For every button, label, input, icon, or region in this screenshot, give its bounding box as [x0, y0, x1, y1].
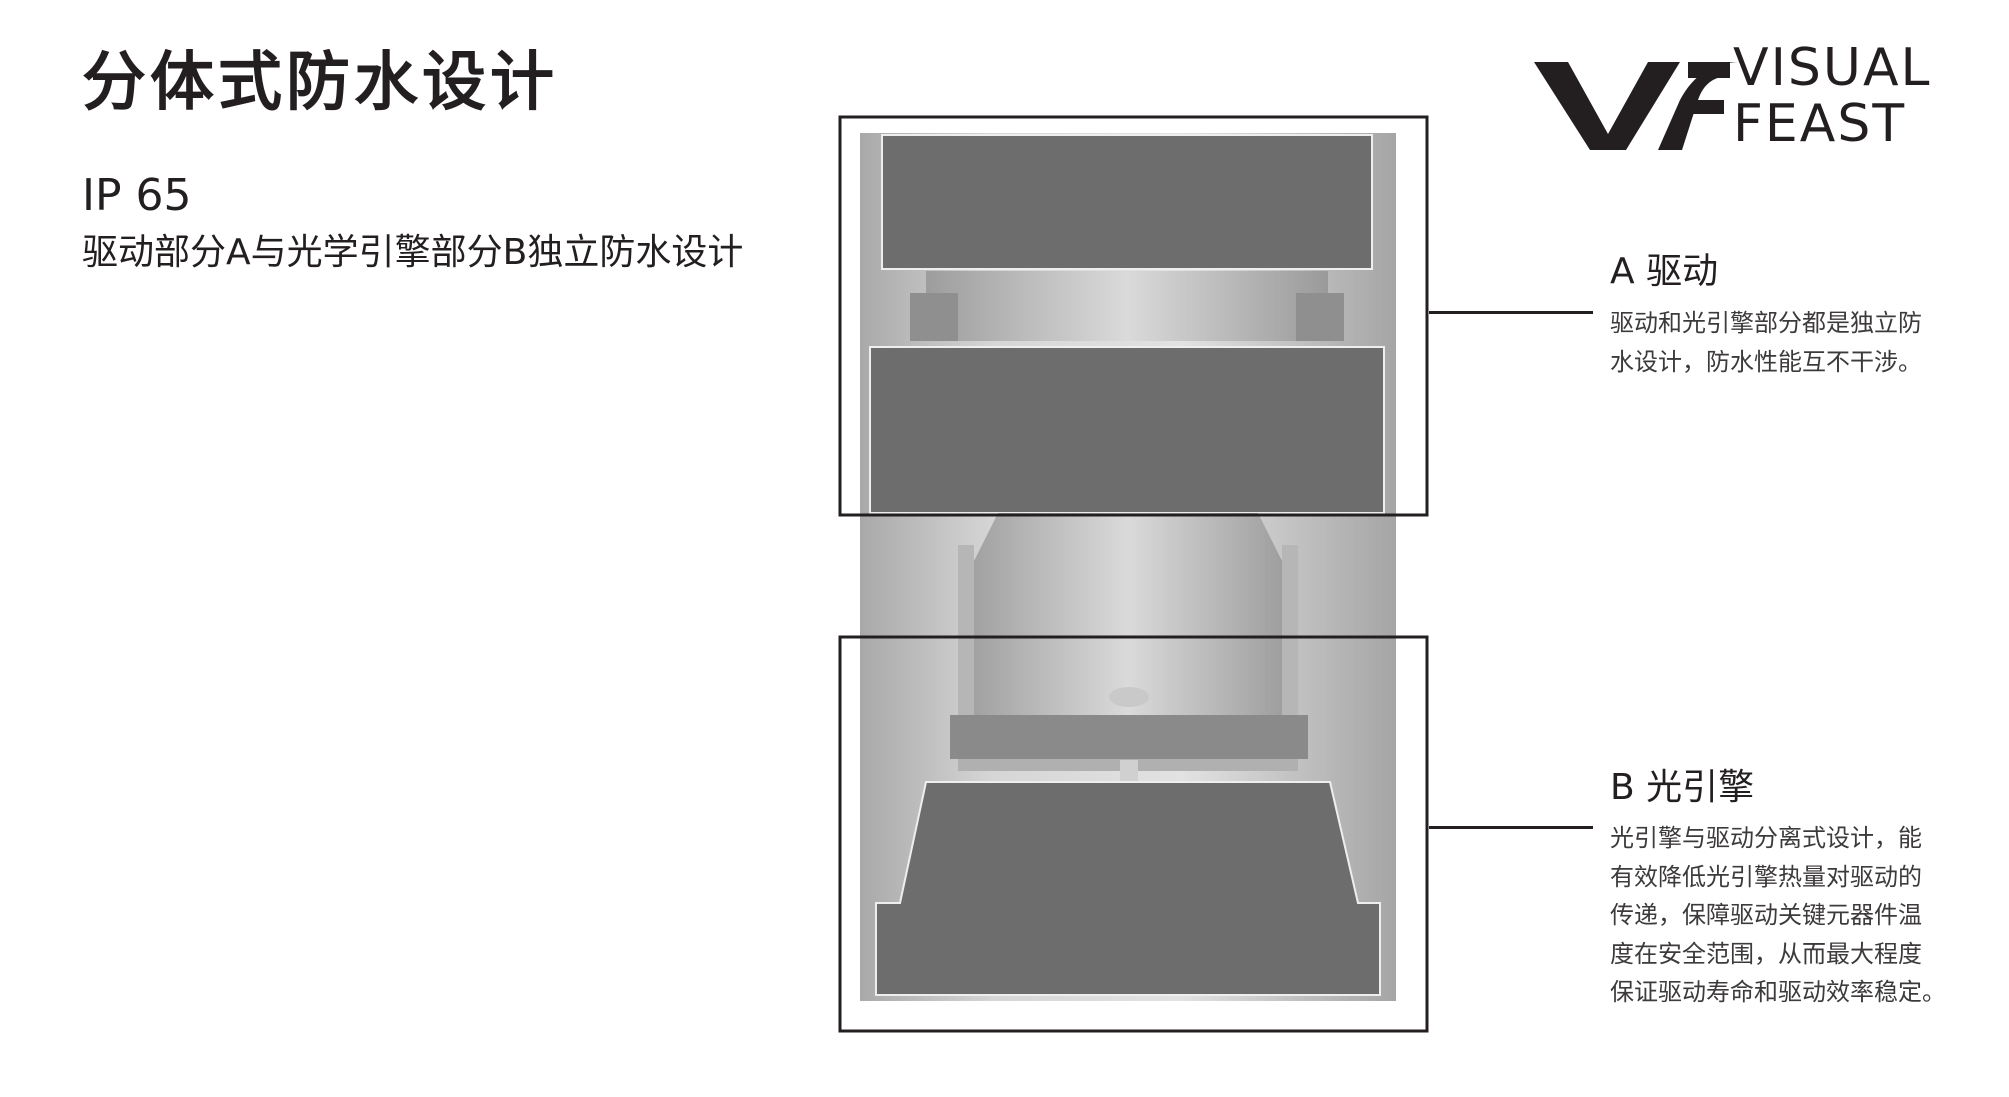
visual-feast-logo-mark	[1534, 62, 1740, 150]
region-b-frame	[838, 635, 1429, 1033]
page-subtitle: 驱动部分A与光学引擎部分B独立防水设计	[82, 232, 744, 273]
callout-b-line: 光引擎与驱动分离式设计，能	[1610, 824, 1922, 852]
optic-cone	[962, 513, 1294, 715]
callout-b-line: 度在安全范围，从而最大程度	[1610, 939, 1922, 968]
callout-a-heading: A 驱动	[1610, 251, 1719, 292]
callout-b-body: 光引擎与驱动分离式设计，能 有效降低光引擎热量对驱动的 传递，保障驱动关键元器件…	[1610, 819, 1970, 1012]
logo-f-shape	[1658, 62, 1740, 150]
callout-b-line: 有效降低光引擎热量对驱动的	[1610, 862, 1922, 891]
driver-main-block	[869, 346, 1385, 514]
driver-mount-ring	[926, 271, 1328, 341]
logo-f-bar-top	[1688, 62, 1730, 78]
logo-v-shape	[1534, 62, 1680, 150]
callout-b-line: 保证驱动寿命和驱动效率稳定。	[1610, 978, 1946, 1006]
callout-a-line: 驱动和光引擎部分都是独立防	[1610, 309, 1922, 337]
callout-b-line: 传递，保障驱动关键元器件温	[1610, 901, 1922, 929]
logo-f-bar-mid	[1680, 100, 1724, 114]
ip-rating: IP 65	[82, 170, 192, 221]
logo-line-2: FEAST	[1733, 94, 1907, 154]
region-a-frame	[838, 115, 1429, 517]
optic-barrel-left	[958, 545, 974, 725]
callout-a-leader-line	[1429, 311, 1593, 314]
logo-wordmark: VISUAL FEAST	[1733, 40, 1932, 152]
light-engine-block	[875, 781, 1381, 996]
callout-a-line: 水设计，防水性能互不干涉。	[1610, 347, 1922, 376]
center-screw	[1109, 687, 1149, 707]
optic-flange	[950, 715, 1308, 759]
driver-mount-right-lug	[1296, 293, 1344, 341]
callout-a-body: 驱动和光引擎部分都是独立防 水设计，防水性能互不干涉。	[1610, 304, 1970, 381]
driver-mount-left-lug	[910, 293, 958, 341]
optic-barrel-right	[1282, 545, 1298, 725]
callout-b-leader-line	[1429, 826, 1593, 829]
page-title: 分体式防水设计	[82, 46, 558, 120]
callout-b-heading: B 光引擎	[1610, 767, 1755, 808]
driver-top-block	[881, 134, 1373, 270]
logo-line-1: VISUAL	[1733, 38, 1932, 98]
fixture-cross-section-diagram	[838, 115, 1429, 1033]
